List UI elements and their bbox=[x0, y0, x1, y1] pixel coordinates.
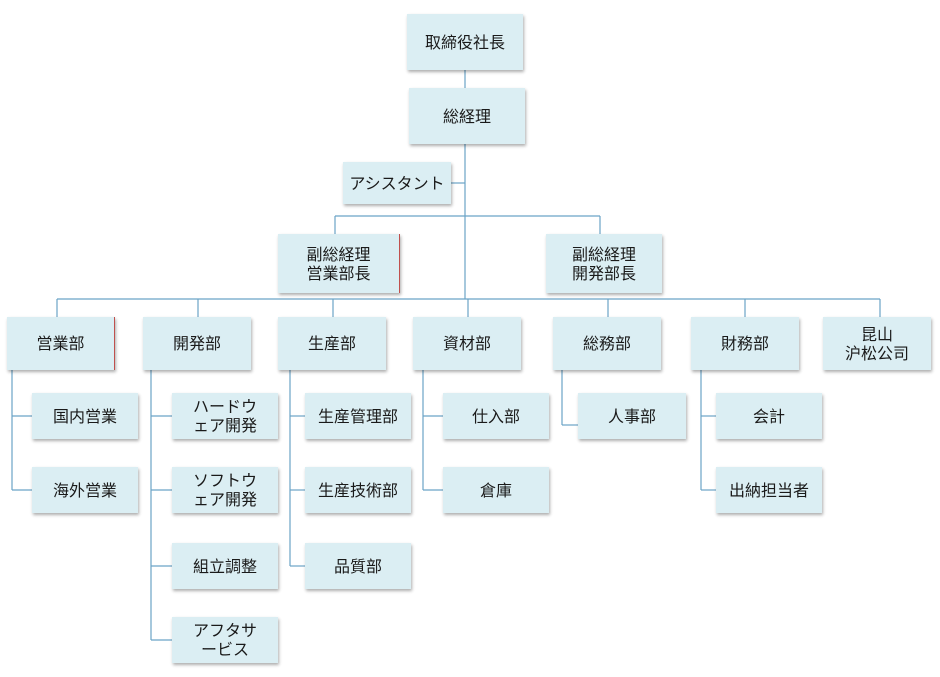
node-dev-aftersales: アフタサ ービス bbox=[172, 617, 278, 663]
node-assistant: アシスタント bbox=[343, 162, 451, 204]
node-prod-quality: 品質部 bbox=[305, 543, 411, 589]
node-ceo: 取締役社長 bbox=[407, 14, 523, 70]
node-fin-accounting: 会計 bbox=[716, 393, 822, 439]
node-vp-sales: 副総経理 営業部長 bbox=[278, 234, 400, 293]
node-ga-hr: 人事部 bbox=[578, 393, 686, 439]
node-sales-overseas: 海外営業 bbox=[32, 467, 138, 513]
node-dev-software: ソフトウ ェア開発 bbox=[172, 467, 278, 513]
node-dept-kunshan: 昆山 沪松公司 bbox=[823, 317, 931, 370]
node-general-manager: 総経理 bbox=[409, 88, 525, 144]
node-sales-domestic: 国内営業 bbox=[32, 393, 138, 439]
node-dept-production: 生産部 bbox=[278, 317, 386, 370]
node-dev-assembly: 組立調整 bbox=[172, 543, 278, 589]
node-mat-purchasing: 仕入部 bbox=[443, 393, 549, 439]
node-dept-finance: 財務部 bbox=[691, 317, 799, 370]
node-dev-hardware: ハードウ ェア開発 bbox=[172, 393, 278, 439]
node-prod-technology: 生産技術部 bbox=[305, 467, 411, 513]
node-dept-materials: 資材部 bbox=[413, 317, 521, 370]
node-dept-sales: 営業部 bbox=[7, 317, 115, 370]
node-fin-cashier: 出納担当者 bbox=[716, 467, 822, 513]
node-dept-general-affairs: 総務部 bbox=[553, 317, 661, 370]
node-mat-warehouse: 倉庫 bbox=[443, 467, 549, 513]
node-dept-dev: 開発部 bbox=[143, 317, 251, 370]
node-vp-dev: 副総経理 開発部長 bbox=[546, 234, 662, 293]
node-prod-management: 生産管理部 bbox=[305, 393, 411, 439]
